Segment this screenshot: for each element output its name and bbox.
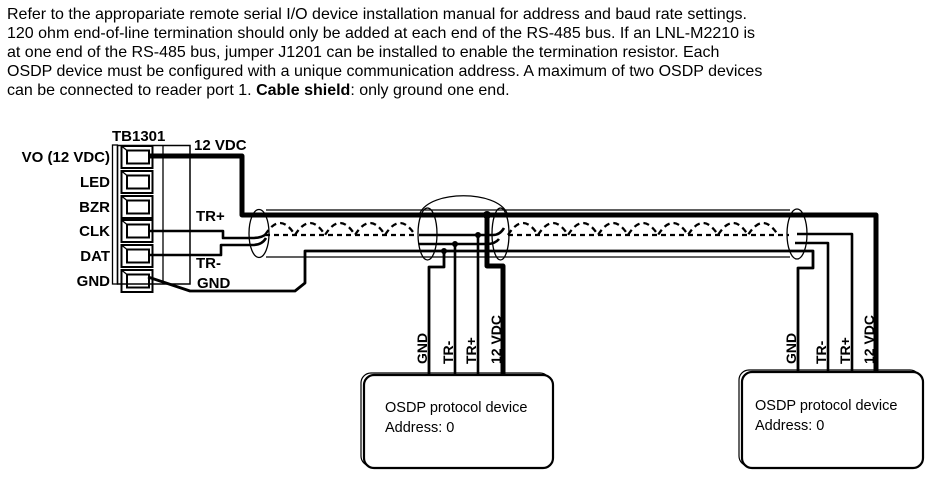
pin-label-led: LED (80, 174, 110, 191)
instructions-paragraph: Refer to the appropariate remote serial … (7, 5, 929, 100)
terminal-block: TB1301 (22, 128, 191, 293)
device1-wire-label-gnd: GND (414, 333, 430, 364)
instructions-text-end: : only ground one end. (350, 82, 510, 99)
terminal-pin (120, 269, 154, 293)
tr-minus-from-dat (148, 237, 268, 257)
pin-label-bzr: BZR (79, 199, 110, 216)
device-name: OSDP protocol device (385, 400, 527, 416)
terminal-block-body (116, 144, 191, 285)
terminal-pin (120, 170, 154, 194)
junction-dot-tr-minus (452, 241, 458, 247)
cable-end-left (248, 208, 270, 259)
twisted-pair-loops (507, 221, 779, 238)
junction-dot-12vdc (483, 211, 491, 219)
wire-label-12vdc: 12 VDC (194, 137, 247, 154)
tr-minus-to-device2 (795, 241, 830, 371)
pin-label-gnd: GND (77, 273, 111, 290)
device2-wire-label-12vdc: 12 VDC (861, 315, 877, 364)
device1-wire-label-12vdc: 12 VDC (488, 315, 504, 364)
device-box (740, 370, 925, 470)
junction-dot-gnd (441, 248, 447, 254)
device-box (362, 373, 555, 470)
wire-label-tr-minus: TR- (196, 255, 221, 272)
device2-wire-label-gnd: GND (783, 333, 799, 364)
tr-minus-junction (419, 238, 501, 246)
tr-plus-wire (148, 227, 854, 374)
device2-wire-label-tr-plus: TR+ (837, 337, 853, 364)
device-address: Address: 0 (385, 420, 454, 436)
pin-label-clk: CLK (79, 223, 110, 240)
tr-plus-to-device2 (797, 232, 854, 371)
terminal-pin (120, 145, 154, 169)
power-wire-main (148, 153, 879, 371)
pin-label-dat: DAT (80, 248, 110, 265)
gnd-main (147, 249, 815, 371)
gnd-wire (147, 249, 815, 374)
device1-wire-label-tr-plus: TR+ (463, 337, 479, 364)
gnd-tap-device1 (427, 251, 446, 374)
device-name: OSDP protocol device (755, 398, 897, 414)
osdp-device-1: OSDP protocol device Address: 0 GND TR- … (360, 315, 555, 470)
device1-wire-label-tr-minus: TR- (440, 340, 456, 364)
pin-label-vo: VO (12 VDC) (22, 149, 110, 166)
tr-plus-junction (419, 227, 506, 237)
junction-dot-tr-plus (475, 232, 481, 238)
power-wire-tap-device1 (484, 215, 506, 374)
device2-wire-label-tr-minus: TR- (813, 340, 829, 364)
twisted-pair-loops (264, 221, 416, 238)
terminal-pin (120, 244, 154, 268)
terminal-block-title: TB1301 (112, 128, 165, 145)
instructions-text: Refer to the appropariate remote serial … (7, 6, 763, 99)
tr-plus-from-clk (148, 229, 267, 240)
twisted-pair (264, 221, 789, 238)
tr-minus-wire (148, 237, 830, 374)
junction-arc (419, 195, 508, 214)
cable-shield-bold-text: Cable shield (256, 82, 351, 99)
wire-label-tr-plus: TR+ (196, 208, 225, 225)
terminal-pin (120, 219, 154, 243)
device-address: Address: 0 (755, 418, 824, 434)
power-wire-12vdc (148, 153, 879, 374)
terminal-pin (120, 195, 154, 219)
wire-label-gnd: GND (197, 275, 231, 292)
osdp-device-2: OSDP protocol device Address: 0 GND TR- … (738, 315, 925, 470)
